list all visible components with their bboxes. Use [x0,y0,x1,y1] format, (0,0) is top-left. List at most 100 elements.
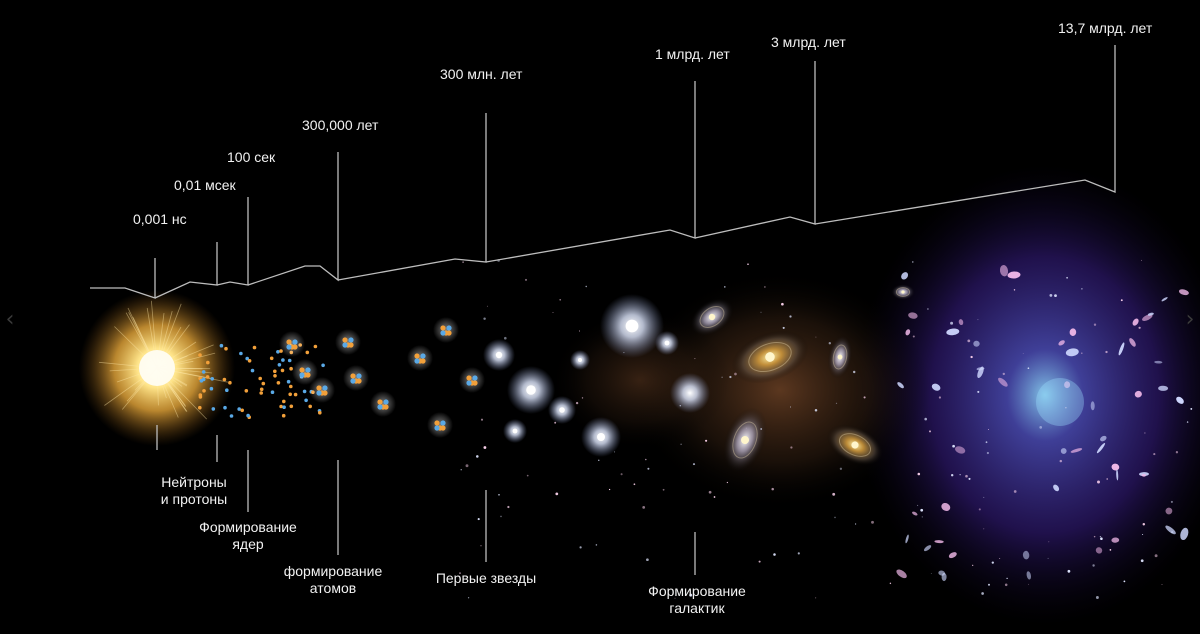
particle [211,407,216,411]
background-star [991,561,994,564]
background-star [1120,299,1123,302]
particle [313,344,318,349]
background-star [797,552,800,555]
atom-glow [343,365,369,391]
particle [289,384,293,389]
nucleon [356,378,362,384]
epoch-marker-line-8 [814,45,1116,225]
background-star [1067,569,1071,573]
particle [228,380,232,385]
galaxy [827,335,853,379]
nucleon [472,375,478,381]
background-star [983,528,985,530]
chevron-left-icon[interactable]: ‹ [5,307,15,332]
particle [229,414,234,418]
background-star [578,330,581,332]
background-star [920,508,924,512]
background-star [1142,523,1146,526]
event-label-nuclei-formation: Формирование ядер [199,519,297,552]
background-star [460,469,462,471]
particle [293,392,298,397]
background-star [552,312,554,314]
background-star [480,418,484,421]
cluster-galaxy [905,534,909,544]
background-star [790,446,793,449]
atom-glow [433,317,459,343]
background-star [507,505,510,509]
nucleon [286,344,292,350]
galaxy [826,424,884,466]
particle [252,345,257,350]
background-star [1100,537,1103,540]
background-star [729,375,732,379]
background-star [598,459,600,461]
background-star [1170,500,1173,503]
galaxy-core [708,313,716,321]
epoch-marker-line-3 [216,197,249,286]
background-star [500,515,502,518]
cluster-galaxy [1060,448,1067,454]
cluster-galaxy [901,272,909,280]
background-star [1097,480,1100,484]
particle [305,350,310,355]
nucleon [348,337,354,343]
background-star [959,474,961,476]
particle [270,390,275,395]
background-star [912,335,915,338]
background-star [965,474,968,478]
cluster-galaxy [1053,484,1060,492]
atom-glow [335,329,361,355]
background-star [504,336,507,340]
background-star [972,564,974,566]
background-star [713,496,716,498]
first-star [578,358,582,362]
background-star [760,311,762,313]
background-star [1004,583,1008,587]
cluster-galaxy [1118,342,1125,356]
background-star [924,417,927,421]
cluster-galaxy [1132,318,1139,326]
particle [276,381,281,385]
background-star [480,545,482,547]
background-star [1106,478,1109,480]
background-star [852,370,856,374]
background-star [486,305,488,307]
particle [281,358,285,362]
background-star [642,506,646,509]
background-star [764,286,766,288]
particle [205,375,210,379]
galaxy-cluster-glow [855,165,1200,625]
background-star [692,463,696,466]
particle [198,405,202,410]
background-star [726,481,729,484]
cluster-galaxy [1111,463,1120,471]
cluster-galaxy [912,511,918,516]
epoch-marker-line-1 [90,258,156,299]
particle [258,376,263,381]
cluster-galaxy [896,569,907,579]
cluster-galaxy [1007,271,1021,279]
nucleon [292,339,298,345]
background-star [647,467,650,470]
background-star [608,488,611,491]
cluster-galaxy [1142,314,1153,321]
cluster-galaxy [1026,571,1032,580]
dust-cloud [550,310,730,450]
epoch-label-8: 13,7 млрд. лет [1058,20,1153,36]
background-star [525,278,527,281]
first-star [559,407,565,413]
nucleon [383,404,389,410]
background-star [477,518,480,521]
epoch-marker-line-2 [154,242,218,299]
nucleon [420,353,426,359]
background-star [585,285,587,288]
nucleon [299,372,305,378]
cluster-galaxy [1154,360,1163,364]
particle [321,363,325,368]
background-star [781,302,784,306]
chevron-right-icon[interactable]: › [1185,307,1195,332]
background-star [912,261,914,263]
background-star [981,592,984,595]
particle [201,370,206,374]
